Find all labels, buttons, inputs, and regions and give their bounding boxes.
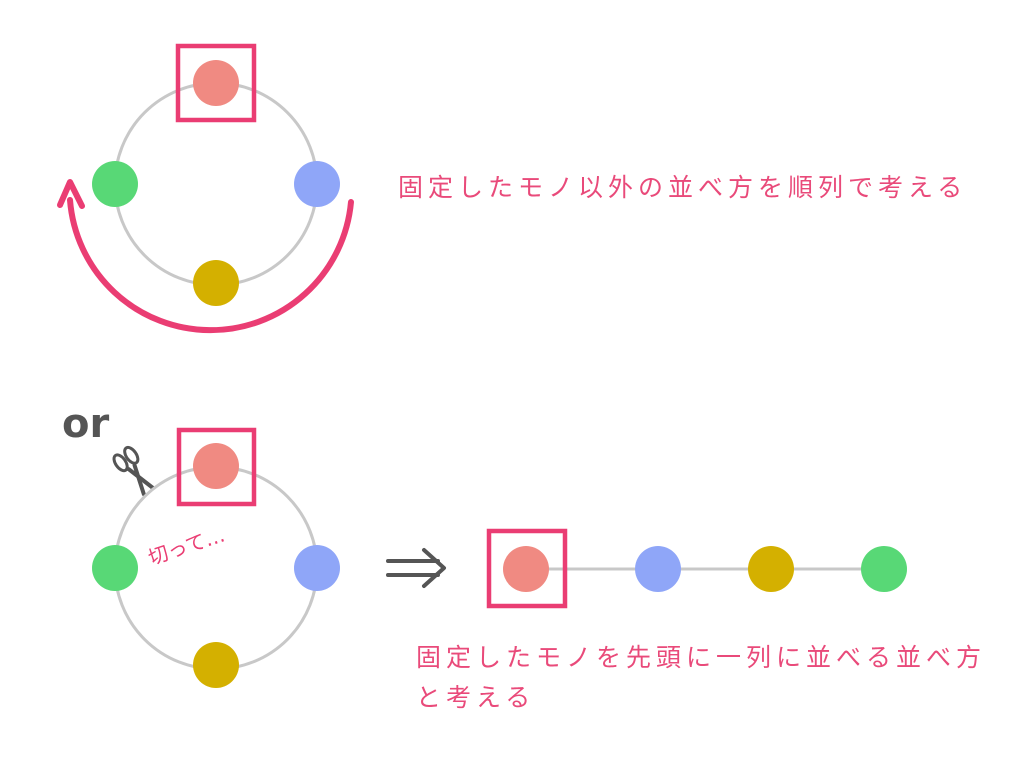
caption-top: 固定したモノ以外の並べ方を順列で考える	[398, 173, 968, 202]
node-bottom-blue	[294, 545, 340, 591]
fixed-marker-line	[486, 528, 568, 609]
node-bottom-green	[92, 545, 138, 591]
fixed-marker-bottom	[176, 427, 257, 507]
node-line-blue	[635, 546, 681, 592]
fixed-marker-top	[175, 43, 257, 123]
node-top-red	[193, 60, 239, 106]
rotation-arrow-icon	[57, 179, 354, 334]
node-line-yellow	[748, 546, 794, 592]
node-bottom-red	[193, 443, 239, 489]
node-bottom-yellow	[193, 642, 239, 688]
linear-arrangement	[486, 528, 907, 609]
node-top-yellow	[193, 260, 239, 306]
node-line-red	[503, 546, 549, 592]
ring-top	[113, 81, 319, 287]
caption-bottom: 固定したモノを先頭に一列に並べる並べ方 と考える	[416, 638, 986, 718]
node-top-green	[92, 161, 138, 207]
double-arrow-icon	[386, 548, 446, 588]
cut-label: 切って…	[145, 523, 228, 570]
node-line-green	[861, 546, 907, 592]
ring-bottom	[113, 465, 319, 671]
caption-bottom-line2: と考える	[416, 683, 536, 712]
scissors-icon	[112, 445, 155, 497]
node-top-blue	[294, 161, 340, 207]
caption-bottom-line1: 固定したモノを先頭に一列に並べる並べ方	[416, 643, 987, 672]
or-label: or	[62, 401, 109, 447]
circle-arrangement-top	[57, 43, 354, 334]
